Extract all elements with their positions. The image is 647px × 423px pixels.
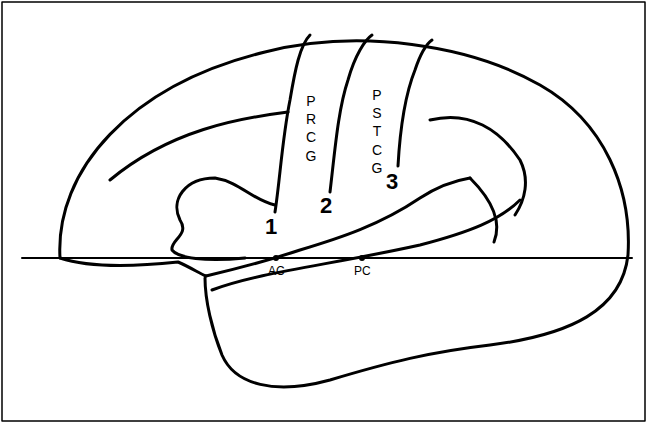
point-label: AC (268, 264, 285, 278)
callout-number: 1 (265, 214, 277, 240)
point-label: PC (354, 264, 371, 278)
gyrus-label: PRCG (304, 92, 318, 165)
gyrus-label: PSTCG (370, 86, 384, 177)
callout-number: 3 (386, 169, 398, 195)
callout-number: 2 (320, 193, 332, 219)
